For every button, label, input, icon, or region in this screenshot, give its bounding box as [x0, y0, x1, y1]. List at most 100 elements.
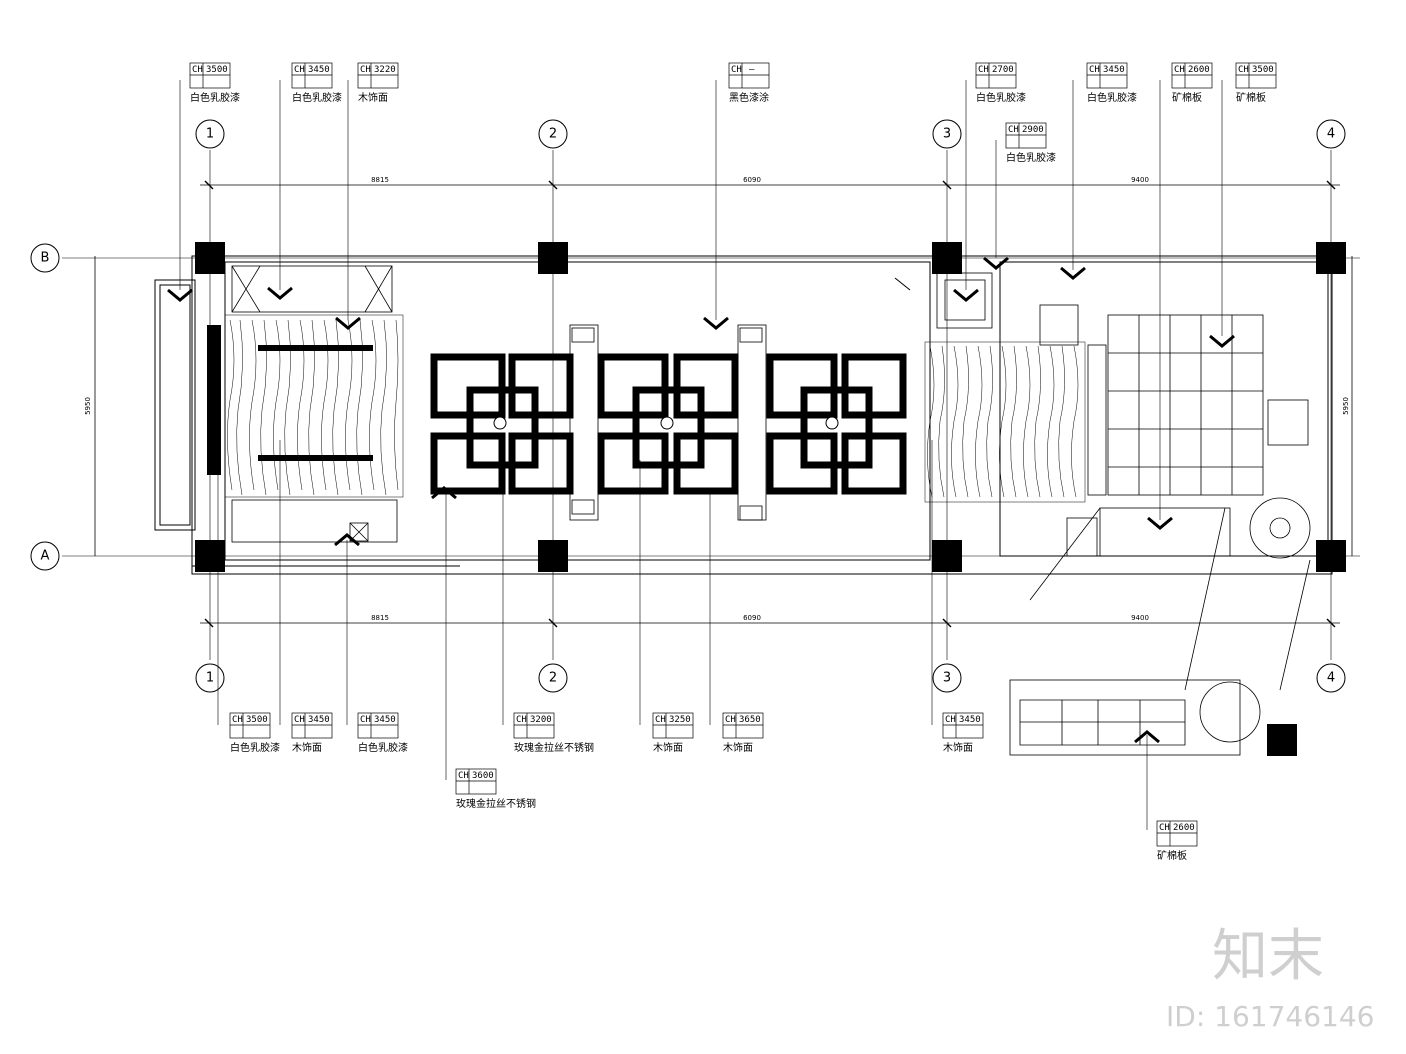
tag-code: CH: [945, 715, 956, 725]
tag-note: 白色乳胶漆: [230, 741, 280, 754]
ceiling-tag-top-6: CH 2900 白色乳胶漆: [1005, 122, 1056, 164]
ceiling-tag-top-2: CH 3450 白色乳胶漆: [291, 62, 342, 104]
tag-note: 木饰面: [943, 741, 973, 754]
leader-lines-top: [179, 80, 1223, 520]
ceiling-tag-bottom-8: CH 3450 木饰面: [942, 712, 984, 754]
left-room: [231, 265, 398, 543]
tag-code: CH: [1174, 65, 1185, 75]
structural-columns: [195, 242, 1346, 756]
tag-height: 3450: [959, 715, 981, 725]
tag-code: CH: [1238, 65, 1249, 75]
tag-code: CH: [516, 715, 527, 725]
tag-note: 白色乳胶漆: [976, 91, 1026, 104]
dim-bottom-2: 6090: [743, 614, 761, 622]
axis-label-3-bottom: 3: [943, 671, 951, 686]
dim-right: 5950: [1342, 397, 1350, 415]
tag-note: 木饰面: [358, 91, 388, 104]
tag-height: 3200: [530, 715, 552, 725]
building-walls: [154, 255, 1333, 575]
wood-grain-panel-left: [224, 314, 404, 498]
tag-height: 3600: [472, 771, 494, 781]
ceiling-tag-top-7: CH 3450 白色乳胶漆: [1086, 62, 1137, 104]
dimension-lines: [94, 180, 1353, 628]
tag-code: CH: [978, 65, 989, 75]
tag-note: 白色乳胶漆: [292, 91, 342, 104]
tag-code: CH: [1089, 65, 1100, 75]
dark-light-strips: [258, 345, 373, 461]
ceiling-tag-bottom-2: CH 3450 木饰面: [291, 712, 333, 754]
dim-top-2: 6090: [743, 176, 761, 184]
air-vents: [569, 324, 767, 521]
tag-code: CH: [360, 715, 371, 725]
dim-bottom-3: 9400: [1131, 614, 1149, 622]
tag-height: 3450: [308, 65, 330, 75]
ceiling-tag-top-1: CH 3500 白色乳胶漆: [189, 62, 240, 104]
tag-height: 3450: [1103, 65, 1125, 75]
axis-label-2-bottom: 2: [549, 671, 557, 686]
tag-note: 白色乳胶漆: [190, 91, 240, 104]
tag-note: 矿棉板: [1157, 849, 1187, 862]
tag-height: 2600: [1188, 65, 1210, 75]
ceiling-tag-top-8: CH 2600 矿棉板: [1171, 62, 1213, 104]
ceiling-tag-bottom-1: CH 3500 白色乳胶漆: [229, 712, 280, 754]
tag-height: 3250: [669, 715, 691, 725]
right-room: [936, 272, 1311, 691]
tag-height: 3450: [308, 715, 330, 725]
tag-height: 2700: [992, 65, 1014, 75]
tag-code: CH: [232, 715, 243, 725]
tag-height: 3220: [374, 65, 396, 75]
axis-label-4-bottom: 4: [1327, 671, 1335, 686]
tag-height: —: [749, 65, 755, 75]
tag-code: CH: [458, 771, 469, 781]
tag-note: 木饰面: [653, 741, 683, 754]
tag-height: 3450: [374, 715, 396, 725]
axis-label-A: A: [41, 549, 50, 564]
tag-code: CH: [294, 65, 305, 75]
tag-code: CH: [725, 715, 736, 725]
tag-note: 矿棉板: [1172, 91, 1202, 104]
tag-code: CH: [1008, 125, 1019, 135]
axis-label-2-top: 2: [549, 127, 557, 142]
ceiling-tag-bottom-7: CH 3650 木饰面: [722, 712, 764, 754]
ceiling-tag-bottom-9: CH 2600 矿棉板: [1156, 820, 1198, 862]
tag-note: 木饰面: [292, 741, 322, 754]
dim-top-3: 9400: [1131, 176, 1149, 184]
lower-annex: [1009, 679, 1261, 756]
ceiling-tag-bottom-3: CH 3450 白色乳胶漆: [357, 712, 408, 754]
ceiling-tag-bottom-6: CH 3250 木饰面: [652, 712, 694, 754]
tag-note: 白色乳胶漆: [1087, 91, 1137, 104]
tag-note: 玫瑰金拉丝不锈钢: [456, 797, 536, 810]
tag-note: 玫瑰金拉丝不锈钢: [514, 741, 594, 754]
ceiling-tag-top-5: CH 2700 白色乳胶漆: [975, 62, 1026, 104]
tag-height: 3500: [246, 715, 268, 725]
tag-height: 2600: [1173, 823, 1195, 833]
tag-note: 木饰面: [723, 741, 753, 754]
ceiling-tag-top-9: CH 3500 矿棉板: [1235, 62, 1277, 104]
tag-code: CH: [655, 715, 666, 725]
tag-note: 白色乳胶漆: [1006, 151, 1056, 164]
tag-code: CH: [360, 65, 371, 75]
ceiling-tag-bottom-4: CH 3600 玫瑰金拉丝不锈钢: [455, 768, 536, 810]
axis-bubbles: [30, 119, 1346, 693]
section-arrow-marks: [167, 256, 1235, 744]
leader-lines-bottom: [217, 440, 1148, 830]
tag-code: CH: [294, 715, 305, 725]
axis-label-4-top: 4: [1327, 127, 1335, 142]
watermark-logo: 知末: [1212, 924, 1324, 989]
light-fixtures: [493, 416, 839, 430]
tag-height: 3500: [206, 65, 228, 75]
dim-bottom-1: 8815: [371, 614, 389, 622]
ceiling-tag-top-3: CH 3220 木饰面: [357, 62, 399, 104]
tag-note: 矿棉板: [1236, 91, 1266, 104]
tag-note: 白色乳胶漆: [358, 741, 408, 754]
ceiling-tag-bottom-5: CH 3200 玫瑰金拉丝不锈钢: [513, 712, 594, 754]
tag-code: CH: [192, 65, 203, 75]
dim-top-1: 8815: [371, 176, 389, 184]
tag-height: 2900: [1022, 125, 1044, 135]
grid-lines: [62, 150, 1360, 660]
watermark-id: ID: 161746146: [1166, 1000, 1374, 1033]
tag-height: 3500: [1252, 65, 1274, 75]
wood-grain-panel-right: [924, 341, 1086, 503]
dim-left: 5950: [84, 397, 92, 415]
